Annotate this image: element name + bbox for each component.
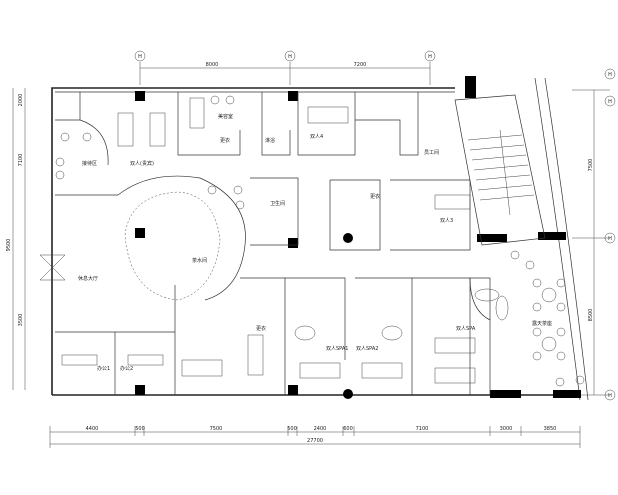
room-label: 双人SPA1 bbox=[326, 346, 348, 352]
room-label: 淋浴 bbox=[265, 137, 275, 144]
room-label: 卫生间 bbox=[270, 200, 285, 207]
axis-label: H bbox=[138, 54, 142, 60]
dimension-label: 500 bbox=[135, 426, 145, 432]
axis-bubble bbox=[134, 50, 146, 62]
room-label: 更衣 bbox=[370, 193, 380, 200]
left-dimension-line: 2000 7100 9500 3500 bbox=[6, 88, 26, 390]
axis-label: H bbox=[428, 54, 432, 60]
room-labels: 双人(贵宾) 接待区 美容室 卫生间 更衣 淋浴 茶水间 休息大厅 办公1 办公… bbox=[78, 113, 552, 372]
dimension-label: 7100 bbox=[416, 426, 429, 432]
room-label: 双人SPA2 bbox=[356, 346, 378, 352]
room-label: 露天茶座 bbox=[532, 320, 552, 327]
axis-bubble bbox=[284, 50, 296, 62]
dimension-total: 27700 bbox=[307, 438, 323, 444]
dimension-label: 7500 bbox=[588, 159, 594, 172]
room-label: 更衣 bbox=[220, 137, 230, 144]
dimension-label: 7100 bbox=[18, 154, 24, 167]
bottom-dimension-line: 4400 500 7500 500 2400 600 7100 3000 385… bbox=[49, 426, 581, 448]
axis-bubble bbox=[424, 50, 436, 62]
dimension-label: 7500 bbox=[210, 426, 223, 432]
axis-label: H bbox=[608, 99, 612, 105]
dimension-label: 9500 bbox=[6, 239, 12, 252]
staircase bbox=[454, 94, 546, 246]
dimension-label: 7200 bbox=[354, 62, 367, 68]
structural-columns bbox=[135, 76, 581, 399]
room-label: 双人(贵宾) bbox=[130, 160, 154, 167]
axis-label: H bbox=[608, 393, 612, 399]
dimension-label: 500 bbox=[287, 426, 297, 432]
dimension-label: 2400 bbox=[314, 426, 327, 432]
interior-walls bbox=[55, 92, 491, 395]
furniture bbox=[39, 95, 585, 387]
axis-label: H bbox=[608, 236, 612, 242]
dimension-label: 600 bbox=[343, 426, 353, 432]
axis-label: H bbox=[608, 72, 612, 78]
room-label: 办公2 bbox=[120, 365, 133, 372]
right-dimension-line: H H H H 7500 8500 bbox=[572, 68, 616, 401]
room-label: 休息大厅 bbox=[78, 275, 98, 282]
dimension-label: 2000 bbox=[18, 94, 24, 107]
top-dimension-line: H H H 8000 7200 bbox=[134, 50, 436, 85]
room-label: 员工间 bbox=[424, 149, 439, 156]
room-label: 茶水间 bbox=[192, 257, 207, 264]
dimension-label: 3850 bbox=[544, 426, 557, 432]
room-label: 双人SPA bbox=[456, 326, 476, 332]
exterior-walls bbox=[51, 77, 589, 401]
dimension-label: 3500 bbox=[18, 314, 24, 327]
room-label: 双人4 bbox=[310, 134, 323, 140]
room-label: 接待区 bbox=[82, 160, 97, 167]
dimension-label: 8500 bbox=[588, 309, 594, 322]
room-label: 双人3 bbox=[440, 218, 453, 224]
room-label: 美容室 bbox=[218, 113, 233, 120]
room-label: 办公1 bbox=[97, 365, 110, 372]
dimension-label: 3000 bbox=[500, 426, 513, 432]
dimension-label: 8000 bbox=[206, 62, 219, 68]
dimension-label: 4400 bbox=[86, 426, 99, 432]
room-label: 更衣 bbox=[256, 325, 266, 332]
axis-label: H bbox=[288, 54, 292, 60]
